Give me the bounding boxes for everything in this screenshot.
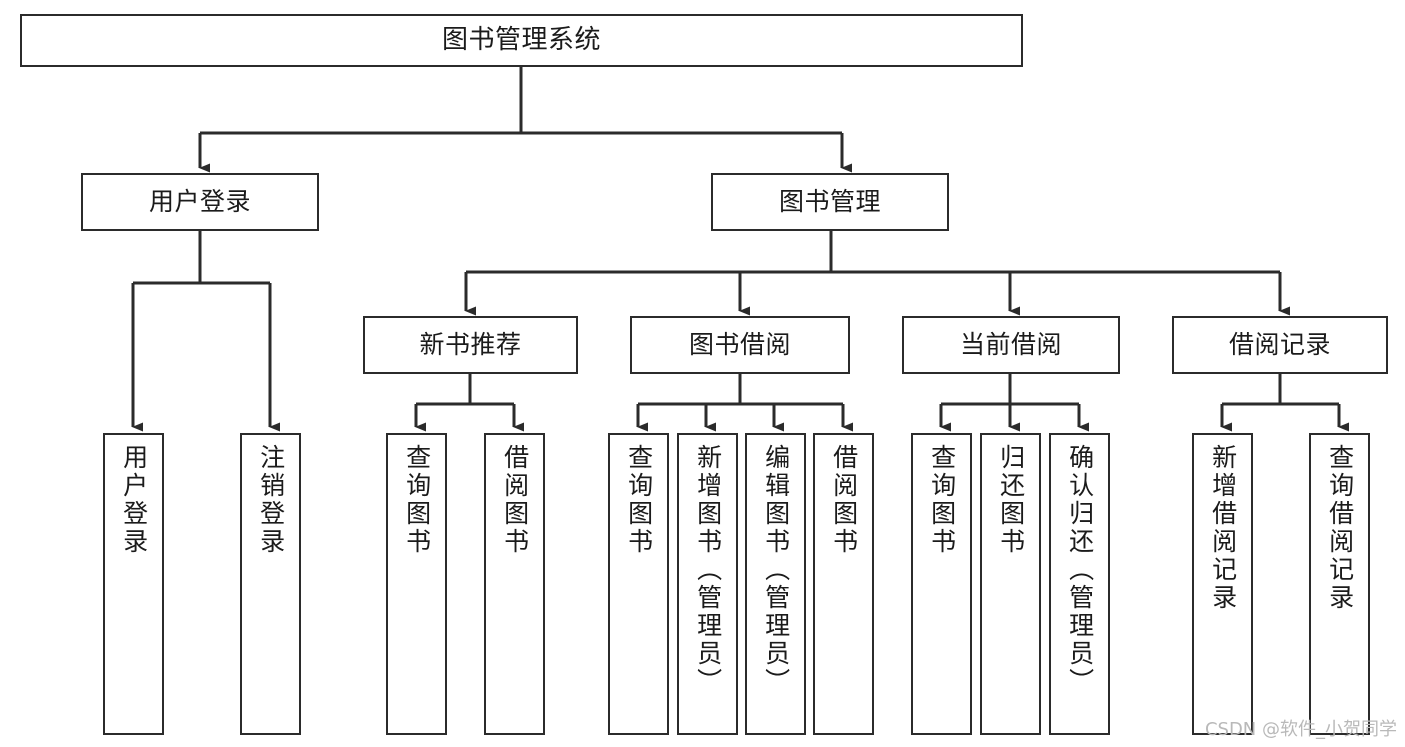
node-leaf-query-book-3[interactable]: 查询图书 bbox=[911, 433, 972, 735]
node-leaf-query-book-3-label: 查询图书 bbox=[927, 444, 957, 556]
node-leaf-borrow-book-1[interactable]: 借阅图书 bbox=[484, 433, 545, 735]
node-user-login-label: 用户登录 bbox=[148, 187, 251, 217]
node-leaf-logout-login[interactable]: 注销登录 bbox=[240, 433, 301, 735]
node-leaf-add-book-label: 新增图书（管理员） bbox=[693, 444, 723, 696]
node-leaf-user-login-label: 用户登录 bbox=[119, 444, 149, 556]
node-book-management-label: 图书管理 bbox=[778, 187, 881, 217]
node-leaf-add-record[interactable]: 新增借阅记录 bbox=[1192, 433, 1253, 735]
node-leaf-return-book-label: 归还图书 bbox=[996, 444, 1026, 556]
csdn-watermark: CSDN @软件_小贺同学 bbox=[1204, 719, 1397, 740]
node-current-borrow-label: 当前借阅 bbox=[959, 330, 1062, 360]
node-leaf-confirm-return-label: 确认归还（管理员） bbox=[1065, 444, 1095, 696]
node-leaf-query-record-label: 查询借阅记录 bbox=[1325, 444, 1355, 612]
node-new-book-recommend[interactable]: 新书推荐 bbox=[363, 316, 578, 374]
node-leaf-query-record[interactable]: 查询借阅记录 bbox=[1309, 433, 1370, 735]
node-root[interactable]: 图书管理系统 bbox=[20, 14, 1023, 67]
node-root-label: 图书管理系统 bbox=[441, 25, 601, 56]
node-new-book-recommend-label: 新书推荐 bbox=[419, 330, 522, 360]
node-leaf-edit-book-label: 编辑图书（管理员） bbox=[761, 444, 791, 696]
node-borrow-record-label: 借阅记录 bbox=[1228, 330, 1331, 360]
node-leaf-query-book-2[interactable]: 查询图书 bbox=[608, 433, 669, 735]
node-leaf-query-book-1-label: 查询图书 bbox=[402, 444, 432, 556]
node-leaf-logout-login-label: 注销登录 bbox=[256, 444, 286, 556]
node-user-login[interactable]: 用户登录 bbox=[81, 173, 319, 231]
node-leaf-add-book[interactable]: 新增图书（管理员） bbox=[677, 433, 738, 735]
node-leaf-borrow-book-1-label: 借阅图书 bbox=[500, 444, 530, 556]
node-leaf-borrow-book-2[interactable]: 借阅图书 bbox=[813, 433, 874, 735]
node-leaf-edit-book[interactable]: 编辑图书（管理员） bbox=[745, 433, 806, 735]
node-leaf-borrow-book-2-label: 借阅图书 bbox=[829, 444, 859, 556]
node-current-borrow[interactable]: 当前借阅 bbox=[902, 316, 1120, 374]
node-leaf-return-book[interactable]: 归还图书 bbox=[980, 433, 1041, 735]
node-book-borrow-label: 图书借阅 bbox=[688, 330, 791, 360]
node-leaf-user-login[interactable]: 用户登录 bbox=[103, 433, 164, 735]
node-leaf-confirm-return[interactable]: 确认归还（管理员） bbox=[1049, 433, 1110, 735]
node-book-borrow[interactable]: 图书借阅 bbox=[630, 316, 850, 374]
node-borrow-record[interactable]: 借阅记录 bbox=[1172, 316, 1388, 374]
node-book-management[interactable]: 图书管理 bbox=[711, 173, 949, 231]
node-leaf-query-book-1[interactable]: 查询图书 bbox=[386, 433, 447, 735]
node-leaf-add-record-label: 新增借阅记录 bbox=[1208, 444, 1238, 612]
node-leaf-query-book-2-label: 查询图书 bbox=[624, 444, 654, 556]
